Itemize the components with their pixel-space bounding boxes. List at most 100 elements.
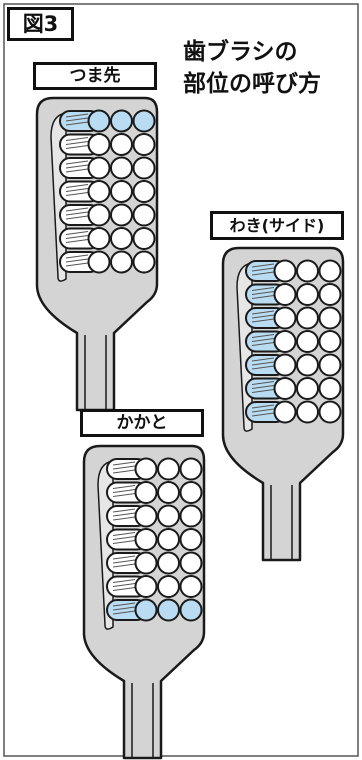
- bristle-round-tuft: [179, 551, 203, 575]
- bristle-hatch: [112, 610, 136, 615]
- bristle-hatch: [251, 314, 275, 319]
- bristle-round-tuft: [110, 133, 133, 156]
- bristle-round-tuft: [318, 283, 342, 306]
- bristle-hatch: [112, 563, 136, 568]
- bristle-round-tuft: [134, 598, 158, 622]
- bristle-hatch: [251, 408, 275, 413]
- bristle-round-tuft: [273, 283, 297, 306]
- bristle-hatch: [251, 342, 275, 346]
- figure-frame: [3, 3, 359, 757]
- bristle-round-tuft: [87, 133, 111, 156]
- bristle-round-tuft: [273, 377, 297, 400]
- bristle-hatch: [251, 338, 275, 342]
- toothbrush-side-highlight: [221, 246, 345, 562]
- bristle-round-tuft: [157, 457, 180, 481]
- bristle-hatch: [251, 357, 275, 362]
- bristle-round-tuft: [179, 575, 203, 598]
- bristle-hatch: [251, 310, 275, 315]
- bristle-hatch: [112, 465, 136, 470]
- bristle-round-tuft: [296, 330, 319, 353]
- bristle-hatch: [65, 113, 89, 118]
- bristle-round-tuft: [132, 109, 156, 133]
- bristle-hatch: [251, 361, 275, 366]
- bristle-round-tuft: [179, 528, 203, 551]
- bristle-hatch: [112, 555, 136, 560]
- bristle-hatch: [65, 254, 89, 259]
- bristle-hatch: [65, 168, 89, 173]
- bristle-hatch: [251, 263, 275, 268]
- bristle-round-tuft: [110, 156, 133, 180]
- bristle-hatch: [65, 137, 89, 141]
- bristle-round-tuft: [318, 330, 342, 353]
- bristle-hatch: [112, 516, 136, 521]
- bristle-hatch: [251, 334, 275, 338]
- bristle-hatch: [112, 559, 136, 564]
- bristle-round-tuft: [134, 528, 158, 551]
- toothbrush-heel-highlight: [82, 444, 206, 760]
- bristle-round-tuft: [318, 400, 342, 424]
- bristle-hatch: [112, 536, 136, 540]
- bristle-hatch: [65, 258, 89, 263]
- bristle-round-tuft: [134, 504, 158, 528]
- bristle-round-tuft: [179, 504, 203, 528]
- bristle-round-tuft: [157, 551, 180, 575]
- bristle-hatch: [65, 117, 89, 122]
- bristle-hatch: [251, 318, 275, 323]
- bristle-hatch: [112, 512, 136, 517]
- bristle-hatch: [65, 184, 89, 188]
- bristle-hatch: [65, 239, 89, 243]
- bristle-round-tuft: [296, 353, 319, 377]
- bristle-round-tuft: [318, 353, 342, 377]
- bristle-hatch: [251, 404, 275, 409]
- bristle-hatch: [65, 160, 89, 165]
- figure-title-line-1: 歯ブラシの: [183, 39, 298, 65]
- bristle-hatch: [251, 291, 275, 295]
- bristle-hatch: [65, 145, 89, 149]
- bristle-hatch: [112, 469, 136, 474]
- figure-number-badge: 図3: [7, 7, 74, 41]
- label-heel: かかと: [80, 409, 204, 437]
- bristle-round-tuft: [87, 227, 111, 250]
- bristle-round-tuft: [87, 250, 111, 274]
- bristle-hatch: [112, 461, 136, 466]
- bristle-round-tuft: [157, 575, 180, 598]
- bristle-round-tuft: [110, 180, 133, 203]
- bristle-round-tuft: [296, 259, 319, 283]
- label-tip: つま先: [33, 62, 157, 90]
- bristle-hatch: [112, 540, 136, 544]
- bristle-hatch: [112, 493, 136, 497]
- bristle-round-tuft: [132, 227, 156, 250]
- bristle-hatch: [251, 365, 275, 370]
- bristle-hatch: [65, 164, 89, 169]
- bristle-round-tuft: [157, 528, 180, 551]
- bristle-round-tuft: [273, 353, 297, 377]
- bristle-hatch: [112, 602, 136, 607]
- bristle-hatch: [65, 192, 89, 196]
- bristle-hatch: [251, 381, 275, 385]
- bristle-round-tuft: [134, 457, 158, 481]
- bristle-round-tuft: [87, 180, 111, 203]
- bristle-round-tuft: [110, 250, 133, 274]
- bristle-round-tuft: [273, 400, 297, 424]
- bristle-round-tuft: [296, 306, 319, 330]
- bristle-hatch: [251, 412, 275, 417]
- bristle-hatch: [112, 532, 136, 536]
- bristle-hatch: [251, 295, 275, 299]
- bristle-hatch: [112, 485, 136, 489]
- bristle-hatch: [112, 489, 136, 493]
- bristle-round-tuft: [134, 481, 158, 504]
- bristle-round-tuft: [273, 306, 297, 330]
- bristle-round-tuft: [296, 283, 319, 306]
- bristle-hatch: [112, 579, 136, 583]
- bristle-hatch: [65, 235, 89, 239]
- bristle-hatch: [251, 385, 275, 389]
- bristle-hatch: [112, 583, 136, 587]
- bristle-round-tuft: [87, 203, 111, 227]
- bristle-round-tuft: [132, 133, 156, 156]
- bristle-hatch: [65, 262, 89, 267]
- bristle-round-tuft: [87, 156, 111, 180]
- bristle-round-tuft: [132, 156, 156, 180]
- bristle-round-tuft: [179, 598, 203, 622]
- bristle-round-tuft: [157, 504, 180, 528]
